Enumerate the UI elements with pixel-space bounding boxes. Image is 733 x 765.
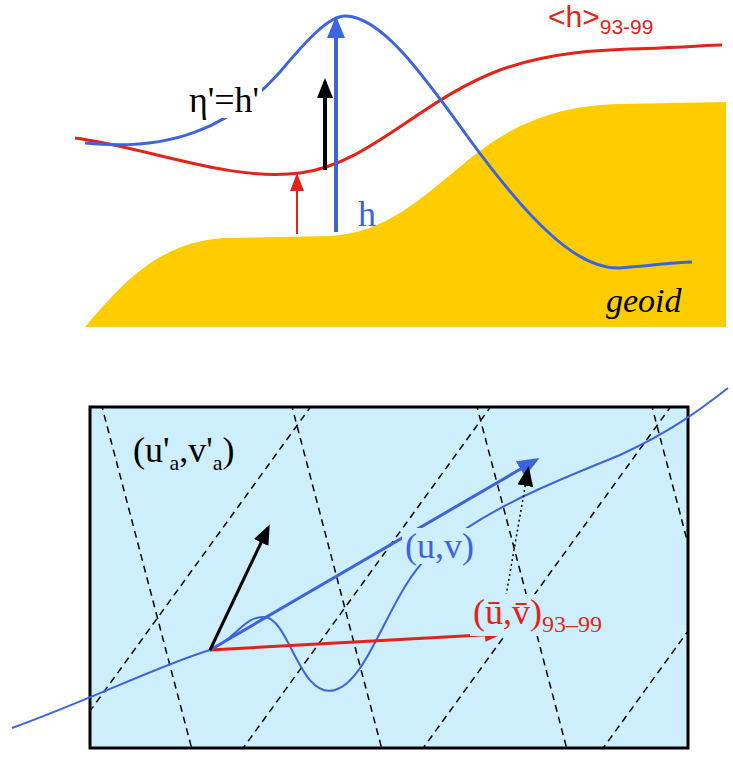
subscript: a	[213, 450, 223, 475]
height-curve	[85, 16, 692, 268]
map-box-border	[90, 407, 688, 748]
satellite-tracks	[90, 407, 688, 748]
anomaly-velocity-label: (u'a,v'a)	[130, 432, 238, 474]
height-arrow	[334, 20, 338, 232]
mean-height-label: <h>93-99	[548, 2, 653, 37]
math-symbol: h	[358, 194, 376, 234]
mean-height-curve	[75, 45, 722, 175]
anomaly-arrow	[323, 82, 327, 170]
math-symbol: <h>	[548, 0, 600, 33]
subscript: 93–99	[542, 611, 602, 637]
map-box	[90, 407, 688, 748]
math-symbol: )	[223, 430, 235, 470]
math-symbol: geoid	[606, 282, 682, 319]
mean-velocity-arrow	[210, 634, 500, 650]
subscript: a	[169, 450, 179, 475]
anomaly-label: η'=h'	[186, 82, 262, 118]
drifter-path	[12, 388, 728, 728]
velocity-label: (u,v)	[402, 528, 477, 564]
math-symbol: (ū,v̄)	[473, 592, 542, 632]
anomaly-velocity-arrow	[210, 528, 268, 650]
height-label: h	[358, 196, 376, 232]
mean-height-arrow	[296, 176, 298, 234]
math-symbol: ,v'	[179, 430, 213, 470]
math-symbol: η'=h'	[189, 80, 259, 120]
geoid-label: geoid	[606, 284, 682, 318]
subscript: 93-99	[600, 15, 654, 38]
mean-velocity-label: (ū,v̄)93–99	[470, 594, 605, 636]
math-symbol: (u'	[133, 430, 169, 470]
math-symbol: (u,v)	[405, 526, 474, 566]
